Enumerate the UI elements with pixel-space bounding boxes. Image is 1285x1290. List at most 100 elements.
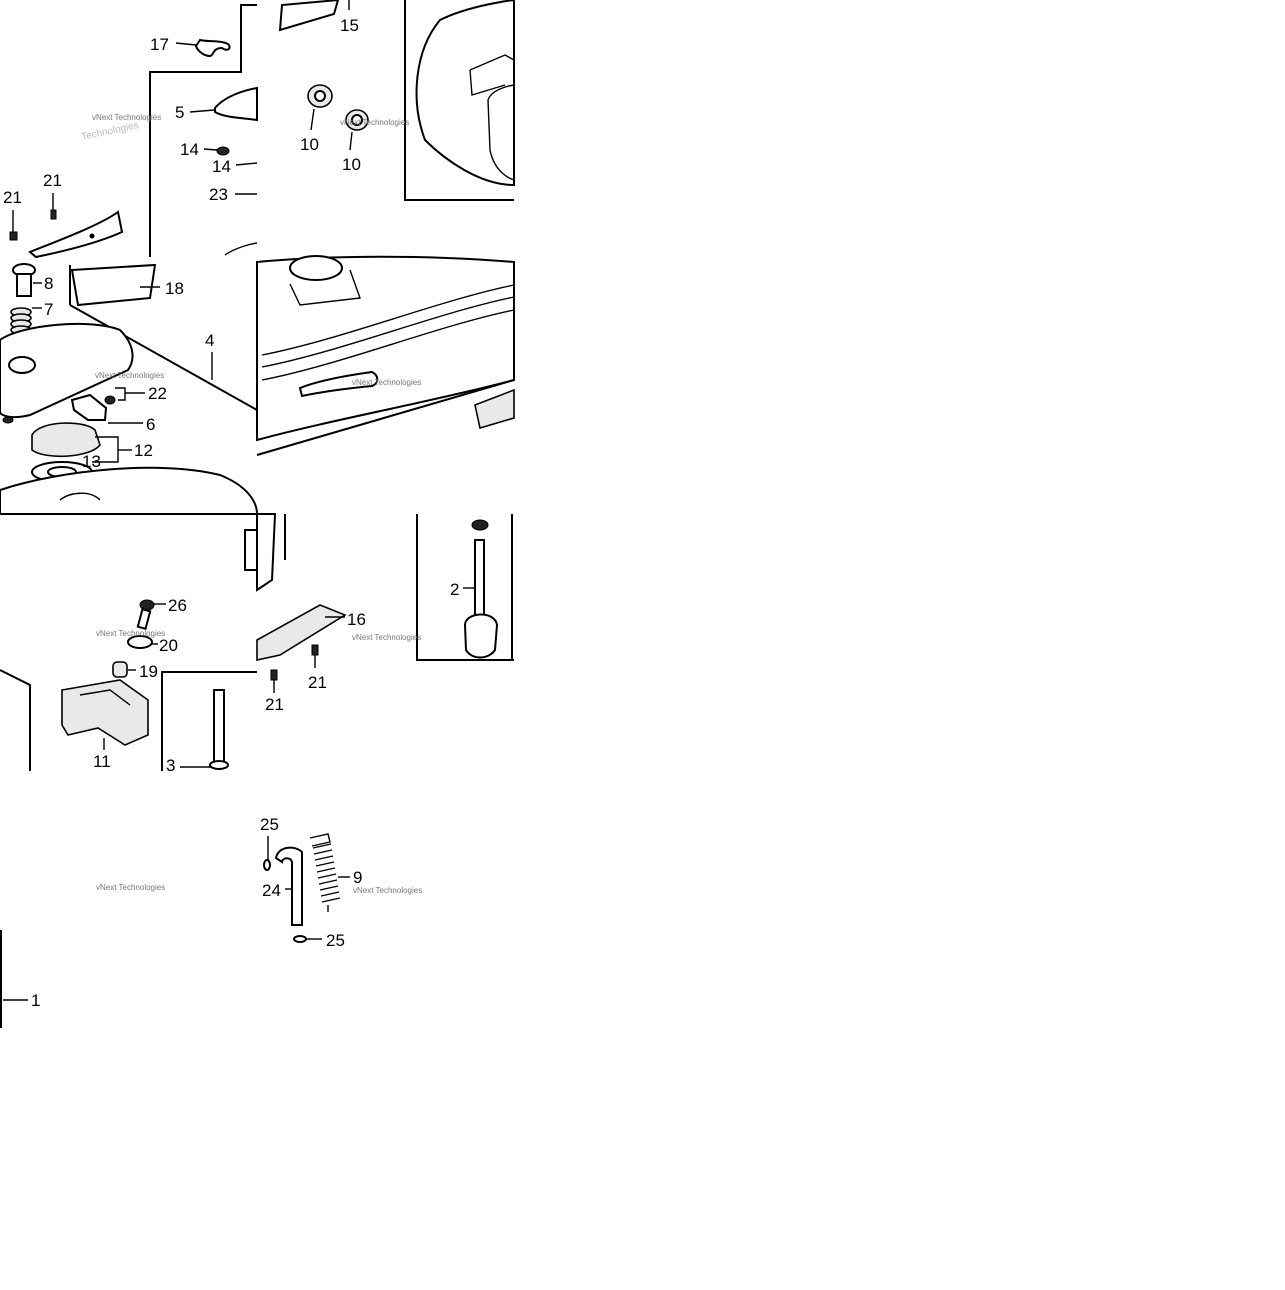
pad-part-18 [70, 263, 157, 307]
watermark-text: vNext Technologies [353, 886, 422, 895]
tank-stripe-3 [261, 309, 515, 381]
watermark-text: vNext Technologies [340, 118, 409, 127]
callout-24: 24 [262, 881, 281, 900]
watermark-text: vNext Technologies [92, 113, 161, 122]
bracket-detail [79, 689, 131, 706]
cap-part-12 [31, 422, 101, 458]
frame-line [149, 4, 257, 257]
watermark-text: vNext Technologies [96, 883, 165, 892]
frame-line-box [161, 671, 257, 771]
callout-19: 19 [139, 662, 158, 681]
bolt-part-8 [12, 263, 36, 297]
tile-bottom-middle: vNext Technologies 25 24 9 25 [260, 815, 422, 950]
nut-part-14 [216, 146, 230, 156]
bolt-part-26 [136, 599, 155, 630]
tank-edge-lower [256, 513, 277, 592]
callout-21-d: 21 [265, 695, 284, 714]
tile-middle-left: vNext Technologies 8 7 18 4 22 6 12 13 [0, 263, 259, 515]
callout-15: 15 [340, 16, 359, 35]
callout-21-c: 21 [308, 673, 327, 692]
trim-hole [89, 233, 95, 239]
screw-part-21-b [50, 193, 57, 220]
rubber-part-10 [307, 84, 333, 131]
tank-handle [298, 370, 379, 398]
emblem-part-16 [256, 604, 347, 661]
fuel-cock-screw [471, 519, 489, 531]
bracket-part-17 [194, 38, 231, 58]
tank-body-top [415, 0, 515, 187]
rod-part-3 [213, 689, 225, 766]
callout-16: 16 [347, 610, 366, 629]
callout-17: 17 [150, 35, 169, 54]
callout-21: 21 [3, 188, 22, 207]
callout-13: 13 [82, 452, 101, 471]
callout-2: 2 [450, 580, 459, 599]
leader-22-bracket [115, 387, 126, 401]
collar-part-19 [112, 661, 128, 678]
tank-edge [224, 242, 258, 256]
tank-lid [0, 322, 134, 419]
filler-plate [289, 269, 361, 306]
tank-corner [244, 529, 258, 571]
hose-part-24 [274, 846, 303, 926]
washer-part-20 [127, 635, 153, 649]
watermark-text: vNext Technologies [352, 633, 421, 642]
spring-part-9 [309, 833, 341, 912]
watermark-text: vNext Technologies [96, 629, 165, 638]
screw-part-21 [9, 210, 18, 241]
bracket-part-11 [61, 679, 149, 746]
callout-21-b: 21 [43, 171, 62, 190]
tile-top-left: vNext Technologies Technologies 17 5 14 … [3, 4, 258, 259]
small-fastener [2, 416, 14, 424]
watermark-text: vNext Technologies [352, 378, 421, 387]
leader-17 [175, 42, 197, 46]
callout-18: 18 [165, 279, 184, 298]
screw-part-21-d [311, 644, 319, 668]
tile-center: vNext Technologies [256, 255, 515, 456]
clip-part-25-b [293, 935, 307, 943]
tank-detail-2 [487, 84, 515, 181]
leader-5 [189, 109, 215, 113]
leader-14a [203, 148, 218, 151]
cover-part-5 [214, 86, 258, 122]
callout-14-b: 14 [212, 157, 231, 176]
tank-side [256, 255, 515, 442]
frame-diagonal [256, 379, 515, 456]
callout-23: 23 [209, 185, 228, 204]
fuel-tube-part-2 [474, 539, 485, 616]
screw-part-21-c [270, 669, 278, 693]
lid-hole [8, 356, 36, 374]
callout-1: 1 [31, 991, 40, 1010]
tank-detail-mid [59, 492, 101, 501]
callout-25-b: 25 [326, 931, 345, 950]
callout-9: 9 [353, 868, 362, 887]
filler-neck [289, 255, 343, 281]
callout-3: 3 [166, 756, 175, 775]
callout-10-b: 10 [342, 155, 361, 174]
hinge-part-6 [70, 393, 108, 421]
callout-7: 7 [44, 300, 53, 319]
trim-strip [28, 210, 124, 259]
tank-body-mid [0, 466, 259, 515]
tile-bottom-left: vNext Technologies 1 [0, 883, 165, 1028]
callout-8: 8 [44, 274, 53, 293]
fuel-cock-body [463, 613, 499, 659]
frame-line-right [404, 0, 514, 201]
emblem-part-15 [278, 0, 340, 32]
leader-14b [235, 162, 258, 166]
watermark-text: vNext Technologies [95, 371, 164, 380]
tank-detail [469, 54, 515, 96]
tile-lower-middle: vNext Technologies 2 16 21 21 [256, 513, 514, 714]
rubber-part-10-b [345, 109, 369, 151]
callout-22: 22 [148, 384, 167, 403]
spring-part-7 [10, 307, 32, 335]
clip-part-25 [263, 859, 271, 871]
callout-4: 4 [205, 331, 214, 350]
callout-11: 11 [93, 752, 111, 771]
callout-20: 20 [159, 636, 178, 655]
callout-5: 5 [175, 103, 184, 122]
callout-14: 14 [180, 140, 199, 159]
rod-end [209, 760, 229, 770]
